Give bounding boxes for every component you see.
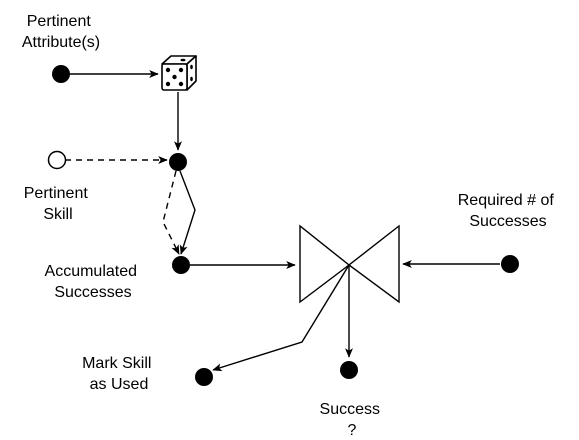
dice-icon (161, 55, 197, 91)
label-pertinent-attributes-line1: Pertinent (27, 13, 92, 30)
label-accumulated-successes-line1: Accumulated (45, 263, 138, 280)
label-required-successes: Required # of Successes (458, 192, 559, 230)
label-success: Success ? (320, 401, 385, 439)
edge-pool-to-accumulated-dashed (162, 170, 180, 255)
bowtie-gate-icon (299, 224, 400, 304)
label-required-successes-line2: Successes (469, 213, 546, 230)
label-pertinent-attributes-line2: Attribute(s) (22, 34, 100, 51)
label-required-successes-line1: Required # of (458, 192, 555, 209)
edge-pool-to-accumulated (179, 170, 196, 255)
node-pertinent-attributes (52, 65, 70, 83)
label-pertinent-skill-line1: Pertinent (24, 185, 89, 202)
label-success-line1: Success (320, 401, 380, 418)
label-accumulated-successes: Accumulated Successes (45, 263, 142, 301)
node-accumulated-successes (172, 256, 190, 274)
node-dice-pool (169, 153, 187, 171)
label-success-line2: ? (348, 422, 357, 439)
node-mark-skill-used (195, 368, 213, 386)
label-mark-skill-used-line1: Mark Skill (82, 355, 151, 372)
label-pertinent-skill: Pertinent Skill (24, 185, 93, 223)
node-pertinent-skill (47, 150, 67, 170)
edge-gate-to-mark-skill (212, 264, 350, 372)
label-pertinent-skill-line2: Skill (43, 206, 72, 223)
label-mark-skill-used-line2: as Used (90, 376, 149, 393)
label-mark-skill-used: Mark Skill as Used (82, 355, 156, 393)
node-required-successes (501, 255, 519, 273)
node-success (340, 361, 358, 379)
label-accumulated-successes-line2: Successes (54, 284, 131, 301)
label-pertinent-attributes: Pertinent Attribute(s) (22, 13, 100, 51)
